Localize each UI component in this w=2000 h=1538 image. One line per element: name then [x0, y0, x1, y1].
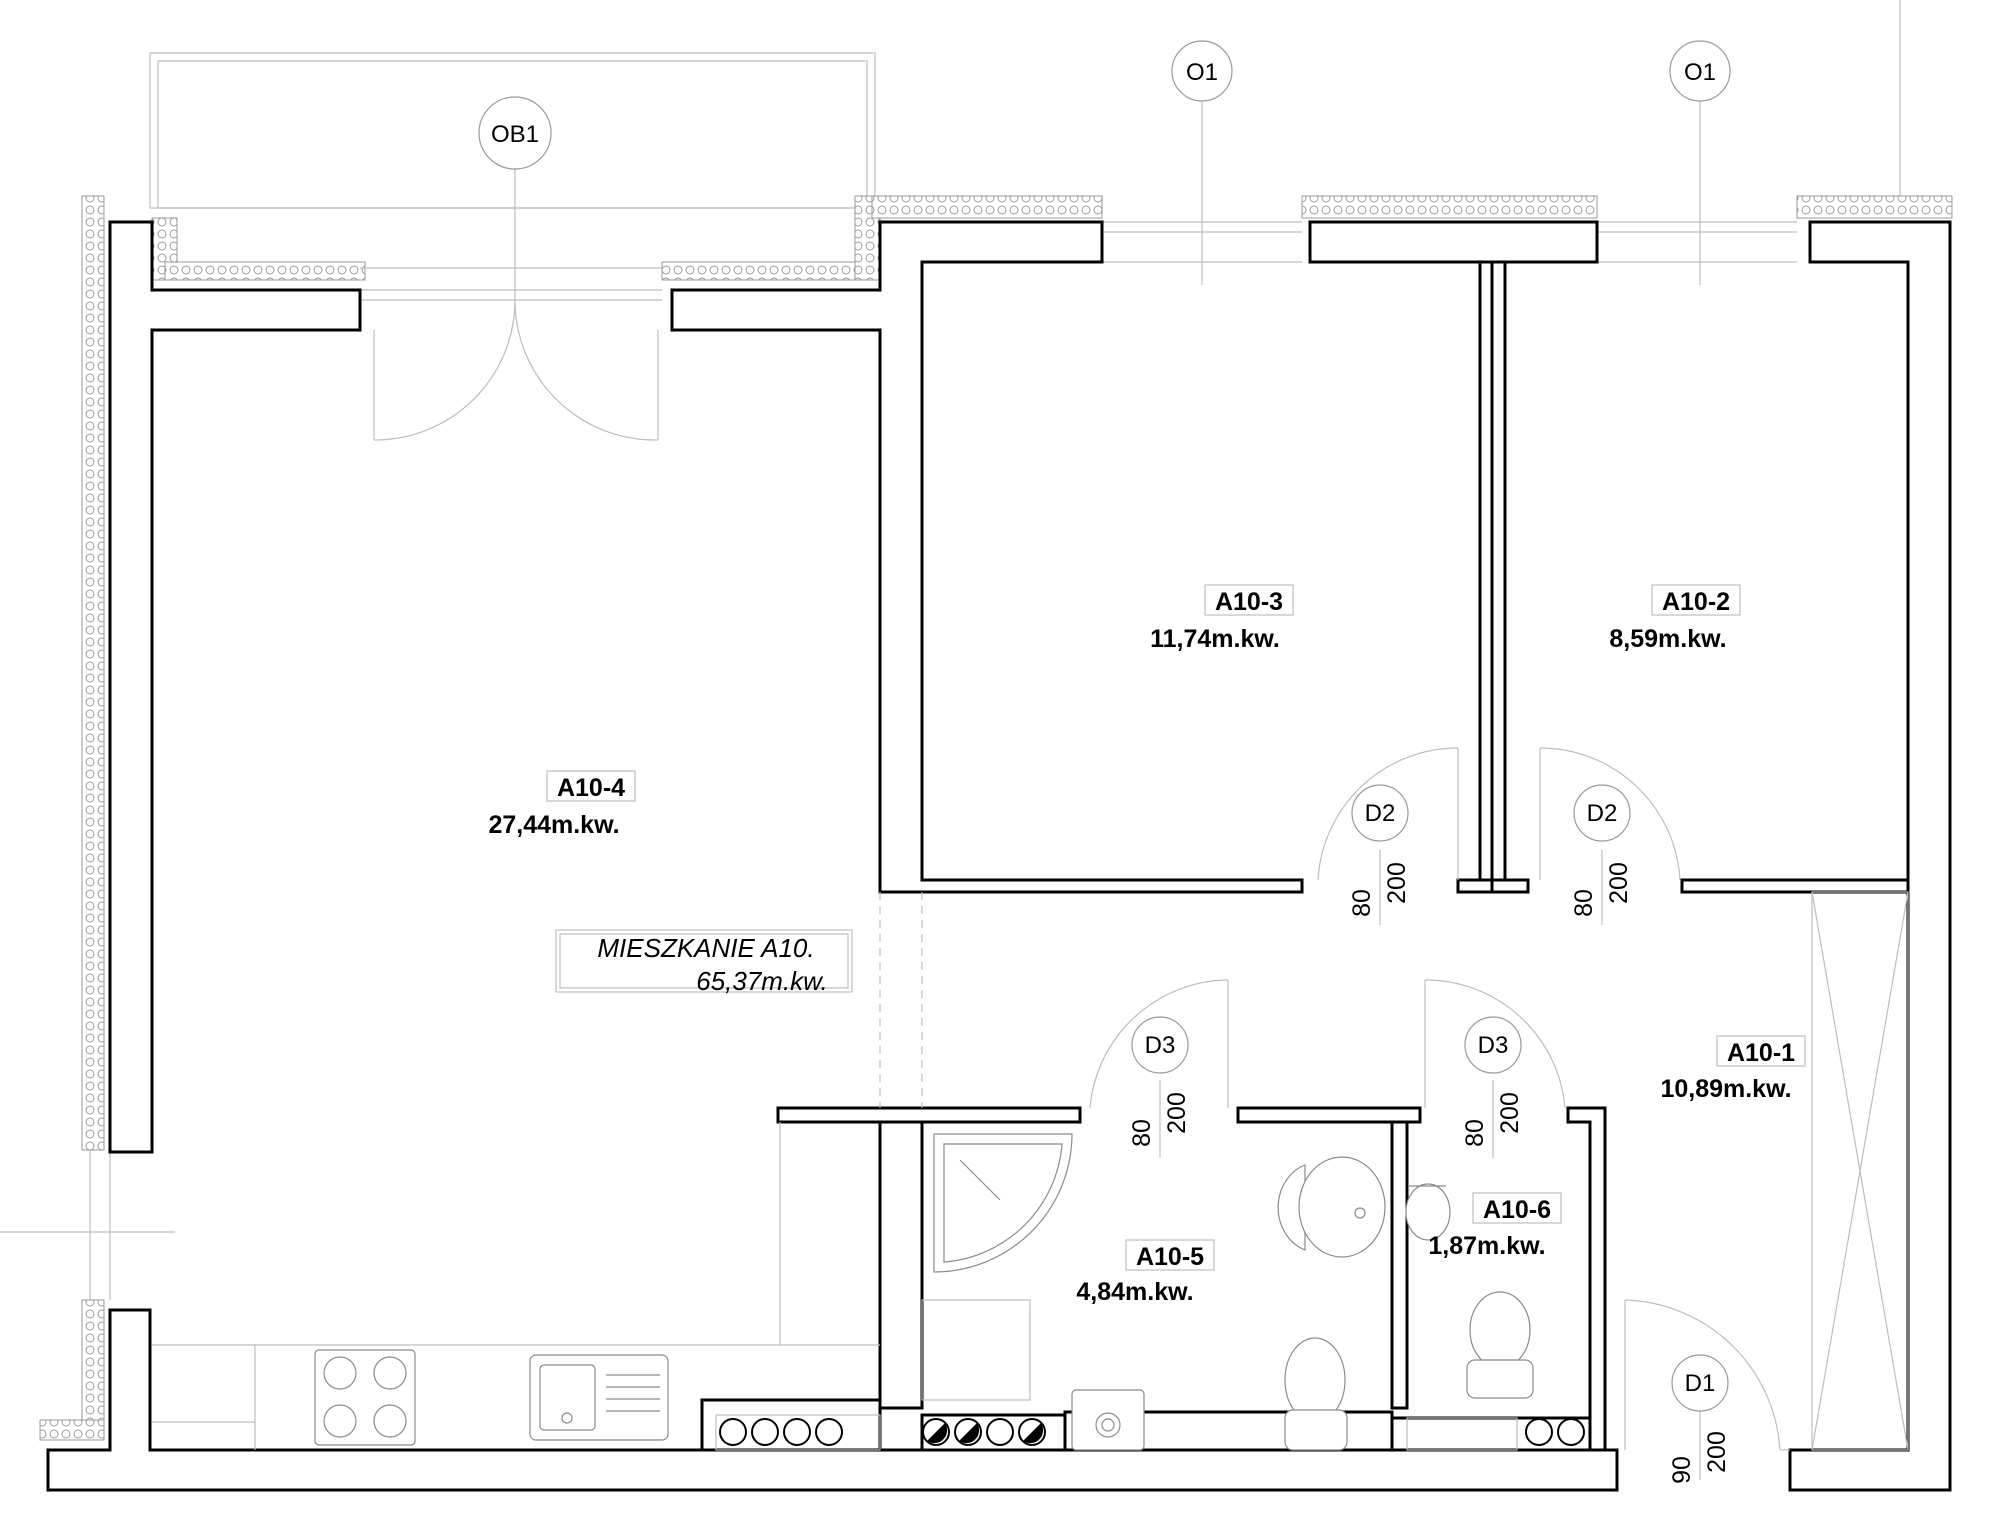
insulation [0, 0, 1953, 1441]
svg-text:A10-5: A10-5 [1136, 1243, 1204, 1271]
svg-text:D2: D2 [1587, 800, 1618, 827]
shower [933, 1133, 1073, 1273]
room-label-a10-5: A10-5 4,84m.kw. [1076, 1239, 1215, 1306]
balcony [149, 52, 876, 209]
svg-text:90: 90 [1668, 1456, 1696, 1484]
door-tag-d3-bathroom: D3 80 200 [1128, 1016, 1191, 1147]
door-tag-d1-entrance: D1 90 200 [1668, 1354, 1731, 1484]
svg-text:A10-3: A10-3 [1215, 588, 1283, 616]
door-tag-d3-wc: D3 80 200 [1461, 1016, 1524, 1147]
door-swings [1089, 747, 1790, 1451]
openings-dashed [879, 892, 923, 1108]
svg-text:D3: D3 [1478, 1032, 1509, 1059]
wardrobe [1811, 891, 1909, 1451]
room-label-a10-6: A10-6 1,87m.kw. [1428, 1192, 1562, 1260]
svg-text:A10-1: A10-1 [1727, 1039, 1795, 1067]
svg-text:D1: D1 [1685, 1370, 1716, 1397]
svg-text:A10-4: A10-4 [557, 774, 625, 802]
svg-text:200: 200 [1605, 862, 1633, 904]
wc-washbasin [1405, 1183, 1451, 1241]
tag-leaders [514, 95, 1701, 1480]
svg-text:80: 80 [1128, 1119, 1156, 1147]
apartment-label: MIESZKANIE A10. 65,37m.kw. [555, 929, 853, 996]
svg-text:A10-2: A10-2 [1662, 588, 1730, 616]
washbasin [1277, 1164, 1306, 1251]
room-label-a10-3: A10-3 11,74m.kw. [1150, 584, 1294, 653]
svg-text:A10-6: A10-6 [1483, 1196, 1551, 1224]
svg-text:200: 200 [1496, 1092, 1524, 1134]
svg-text:65,37m.kw.: 65,37m.kw. [696, 966, 828, 996]
svg-text:OB1: OB1 [491, 121, 539, 148]
kitchen-counter [152, 1122, 880, 1450]
svg-text:80: 80 [1348, 889, 1376, 917]
svg-text:10,89m.kw.: 10,89m.kw. [1660, 1075, 1791, 1103]
window-tag-o1-a: O1 [1171, 40, 1233, 102]
svg-text:4,84m.kw.: 4,84m.kw. [1076, 1278, 1193, 1306]
door-tag-d2-a10-3: D2 80 200 [1348, 784, 1411, 917]
svg-text:8,59m.kw.: 8,59m.kw. [1609, 625, 1726, 653]
svg-text:200: 200 [1163, 1092, 1191, 1134]
svg-text:200: 200 [1703, 1431, 1731, 1473]
window-tag-o1-b: O1 [1669, 40, 1731, 102]
svg-text:80: 80 [1461, 1119, 1489, 1147]
svg-text:200: 200 [1383, 862, 1411, 904]
door-tag-d2-a10-2: D2 80 200 [1570, 784, 1633, 917]
svg-text:O1: O1 [1186, 59, 1218, 86]
svg-text:27,44m.kw.: 27,44m.kw. [488, 811, 619, 839]
svg-text:1,87m.kw.: 1,87m.kw. [1428, 1232, 1545, 1260]
svg-text:D3: D3 [1145, 1032, 1176, 1059]
wc-fixtures [1405, 1183, 1534, 1451]
window-tag-ob1: OB1 [478, 96, 552, 170]
bathroom-fixtures [921, 1133, 1386, 1451]
room-label-a10-1: A10-1 10,89m.kw. [1660, 1035, 1806, 1103]
svg-text:11,74m.kw.: 11,74m.kw. [1150, 625, 1280, 653]
room-label-a10-4: A10-4 27,44m.kw. [488, 770, 636, 839]
wc-toilet [1469, 1291, 1531, 1369]
vent-shafts [715, 1414, 1585, 1451]
svg-text:O1: O1 [1684, 59, 1716, 86]
svg-text:MIESZKANIE A10.: MIESZKANIE A10. [597, 933, 814, 963]
room-label-a10-2: A10-2 8,59m.kw. [1609, 584, 1741, 653]
svg-text:D2: D2 [1365, 800, 1396, 827]
svg-text:80: 80 [1570, 889, 1598, 917]
balcony-door [373, 299, 659, 441]
